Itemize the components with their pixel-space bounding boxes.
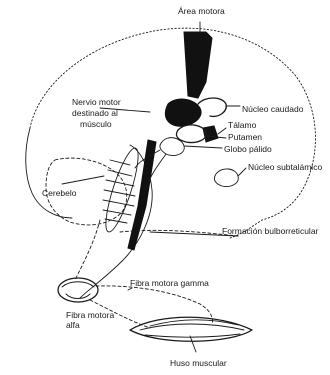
leader-gamma bbox=[128, 288, 132, 290]
label-fibra-alfa-2: alfa bbox=[66, 320, 80, 330]
label-huso-muscular: Huso muscular bbox=[170, 358, 227, 368]
leader-huso bbox=[190, 336, 196, 352]
subthalamic-nucleus bbox=[214, 169, 238, 187]
leader-subtalamico bbox=[238, 168, 246, 176]
leader-cerebelo bbox=[62, 176, 104, 184]
brain-outline bbox=[30, 28, 315, 238]
leader-globo bbox=[184, 146, 222, 148]
label-fibra-gamma: Fibra motora gamma bbox=[130, 278, 209, 288]
label-nervio-motor-2: destinado al bbox=[72, 108, 118, 118]
label-cerebelo: Cerebelo bbox=[42, 188, 77, 198]
globus-pallidus bbox=[160, 138, 184, 156]
muscle-fibers bbox=[140, 320, 244, 337]
label-area-motora: Área motora bbox=[178, 6, 225, 16]
brain-outline-left bbox=[26, 128, 72, 218]
label-globo-palido: Globo pálido bbox=[224, 144, 272, 154]
label-nervio-motor-3: músculo bbox=[80, 119, 112, 129]
label-putamen: Putamen bbox=[228, 132, 262, 142]
label-fibra-alfa-1: Fibra motora bbox=[66, 310, 114, 320]
thalamus bbox=[203, 126, 218, 142]
label-nervio-motor-1: Nervio motor bbox=[72, 97, 121, 107]
caudate-outline bbox=[198, 98, 226, 116]
label-talamo: Tálamo bbox=[228, 120, 257, 130]
label-formacion: Formación bulborreticular bbox=[222, 226, 319, 236]
brainstem-outline-2 bbox=[75, 220, 100, 280]
label-nucleo-subtalamico: Núcleo subtalámico bbox=[248, 162, 322, 172]
putamen bbox=[176, 125, 206, 143]
caudate-nucleus bbox=[165, 99, 201, 126]
leader-talamo bbox=[218, 128, 226, 134]
motor-area-wedge bbox=[184, 32, 212, 98]
label-nucleo-caudado: Núcleo caudado bbox=[242, 104, 304, 114]
cerebellum-hatching bbox=[103, 160, 135, 223]
